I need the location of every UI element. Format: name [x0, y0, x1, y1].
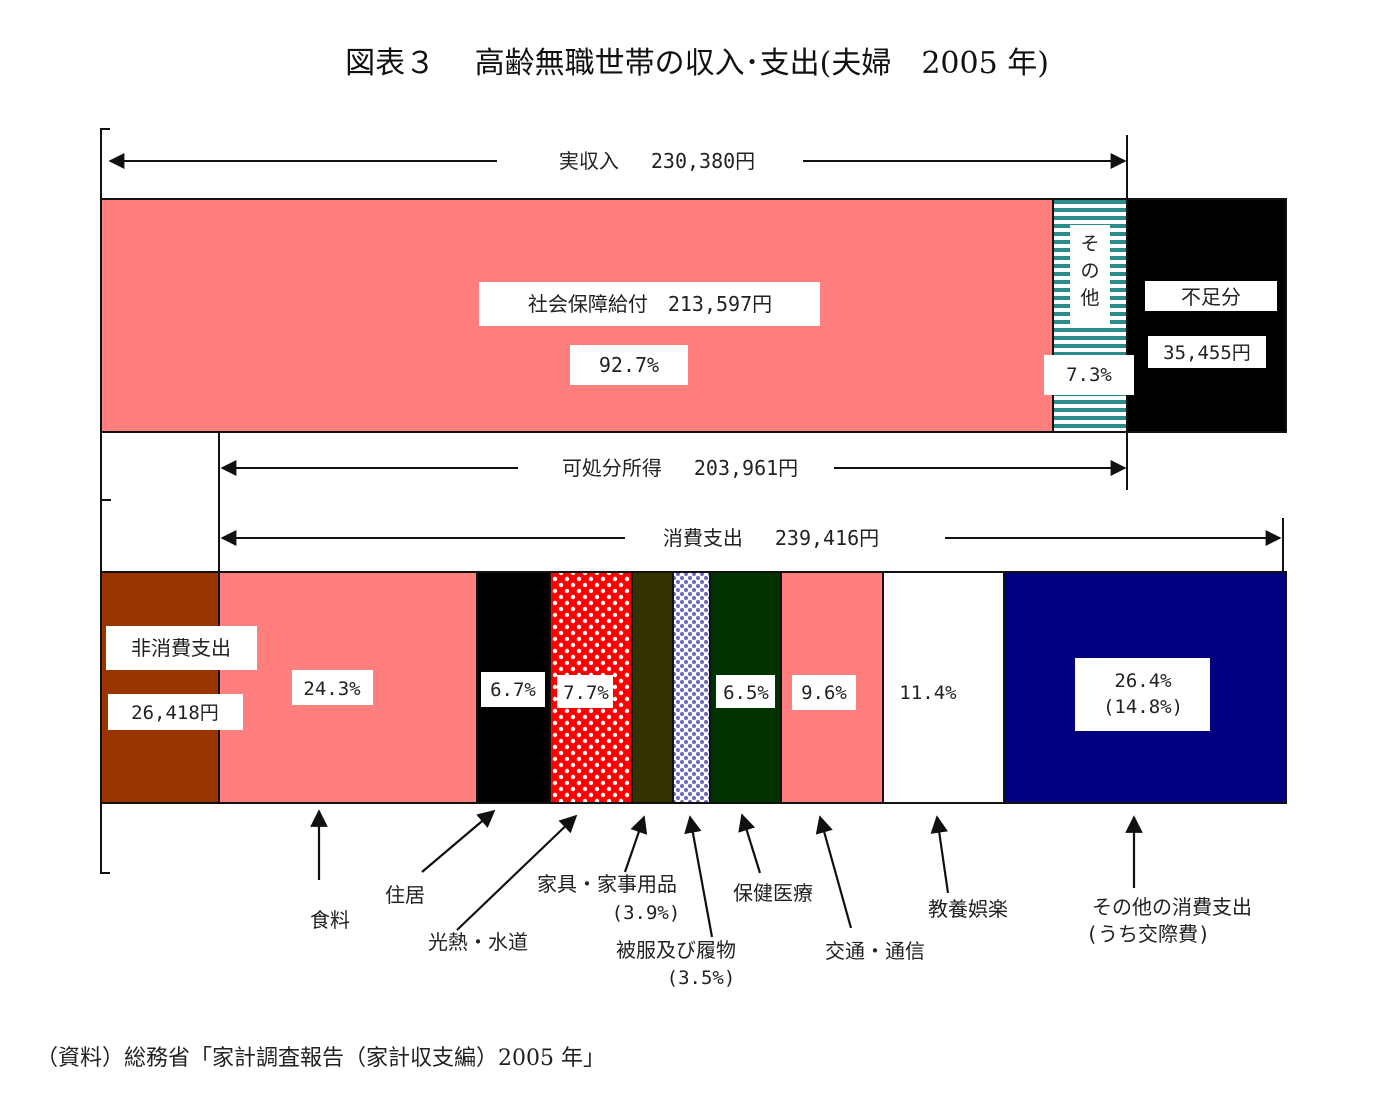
utilities-pct-box [557, 675, 613, 708]
label-other-sub: (うち交際費) [1086, 922, 1210, 946]
expense-segment-furniture [631, 571, 674, 804]
disposable-income-label: 可処分所得 203,961円 [562, 456, 798, 480]
label-food: 食料 [310, 908, 350, 932]
transport-pct-box [792, 675, 856, 710]
social-security-label: 社会保障給付 213,597円 [528, 292, 772, 316]
non-consumption-name-box [106, 626, 257, 670]
deficit-name: 不足分 [1181, 285, 1241, 309]
consumption-total-label: 消費支出 239,416円 [663, 526, 879, 550]
label-clothing: 被服及び履物 [616, 938, 736, 962]
other-income-name: その他 [1080, 233, 1099, 309]
social-security-label-box [479, 282, 820, 326]
housing-pct: 6.7% [490, 679, 536, 701]
other-pct: 26.4% [1114, 670, 1172, 692]
expense-segment-clothing [672, 571, 711, 804]
label-medical: 保健医療 [733, 881, 813, 905]
non-consumption-name: 非消費支出 [131, 636, 231, 660]
expense-segment-culture [882, 571, 1005, 804]
chart-title: 図表３ 高齢無職世帯の収入･支出(夫婦 2005 年) [345, 46, 1049, 81]
label-furniture-sub: (3.9%) [612, 902, 681, 924]
culture-pct: 11.4% [899, 682, 957, 704]
arrow-utilities [456, 814, 578, 931]
non-consumption-amount-box [108, 694, 243, 730]
medical-pct-box [716, 675, 775, 708]
deficit-amount: 35,455円 [1163, 342, 1251, 364]
food-pct: 24.3% [303, 678, 361, 700]
actual-income-label: 実収入 230,380円 [559, 149, 755, 173]
expense-segment-food [218, 571, 478, 804]
transport-pct: 9.6% [801, 682, 847, 704]
arrow-furniture [623, 815, 648, 873]
other-income-pct: 7.3% [1066, 364, 1112, 386]
utilities-pct: 7.7% [563, 682, 609, 704]
label-utilities: 光熱・水道 [428, 930, 528, 954]
label-housing: 住居 [385, 883, 425, 907]
income-segment-deficit [1126, 198, 1287, 433]
arrow-medical [738, 813, 762, 874]
label-other: その他の消費支出 [1092, 895, 1252, 919]
medical-pct: 6.5% [723, 682, 769, 704]
label-furniture: 家具・家事用品 [537, 872, 677, 896]
social-security-pct: 92.7% [599, 353, 659, 377]
food-pct-box [292, 670, 373, 705]
deficit-amount-box [1148, 336, 1266, 368]
arrow-housing [421, 809, 496, 873]
source-note: （資料）総務省「家計調査報告（家計収支編）2005 年」 [36, 1046, 605, 1071]
arrow-clothing [684, 815, 714, 938]
arrow-transport [815, 815, 853, 929]
pointer-arrows [310, 809, 1143, 938]
label-clothing-sub: (3.5%) [667, 967, 736, 989]
other-sub-pct: (14.8%) [1103, 696, 1183, 718]
other-income-name-box [1070, 225, 1110, 328]
other-income-pct-box [1044, 355, 1134, 395]
label-culture: 教養娯楽 [928, 897, 1008, 921]
non-consumption-amount: 26,418円 [131, 702, 219, 724]
deficit-name-box [1145, 281, 1277, 311]
social-security-pct-box [570, 345, 688, 385]
other-pct-box [1075, 658, 1210, 731]
arrow-culture [930, 815, 950, 894]
label-transport: 交通・通信 [825, 939, 925, 963]
housing-pct-box [481, 672, 545, 707]
expense-segment-non-consumption [100, 571, 220, 804]
